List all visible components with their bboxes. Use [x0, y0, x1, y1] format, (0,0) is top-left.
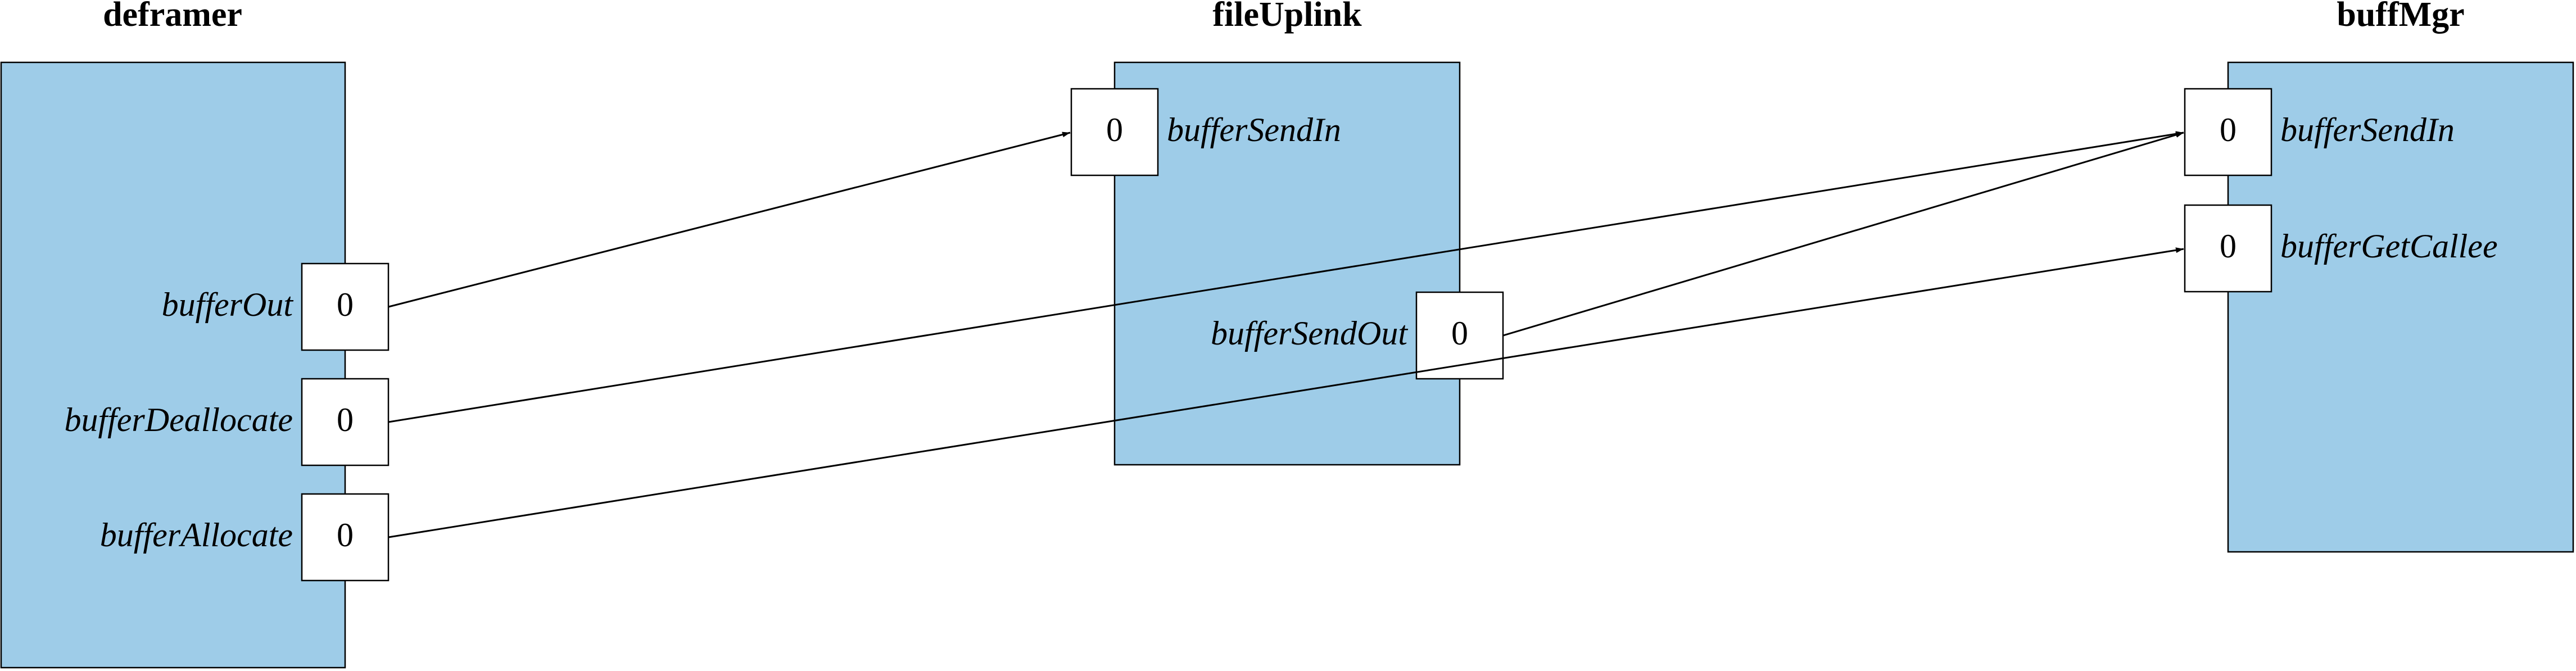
port-number-bufferSendOut: 0 — [1451, 315, 1468, 352]
component-title-buffMgr: buffMgr — [2337, 0, 2464, 34]
port-box-buffMgr-bufferSendIn — [2184, 88, 2272, 176]
port-deframer-bufferOut[interactable]: bufferOut 0 — [162, 262, 390, 351]
port-label-bufferAllocate: bufferAllocate — [100, 516, 293, 554]
port-box-bufferDeallocate — [301, 378, 390, 466]
port-deframer-bufferAllocate[interactable]: bufferAllocate 0 — [100, 493, 390, 582]
component-box-fileUplink — [1113, 61, 1461, 466]
component-box-buffMgr — [2227, 61, 2574, 553]
port-number-buffMgr-bufferSendIn: 0 — [2220, 111, 2237, 148]
port-box-bufferAllocate — [301, 493, 390, 582]
port-number-bufferGetCallee: 0 — [2220, 228, 2237, 265]
component-buffMgr[interactable]: buffMgr 0 bufferSendIn 0 bufferGetCallee — [2184, 0, 2574, 553]
port-label-bufferOut: bufferOut — [162, 286, 294, 323]
port-fileUplink-bufferSendOut[interactable]: bufferSendOut 0 — [1211, 291, 1504, 380]
port-number-fileUplink-bufferSendIn: 0 — [1106, 111, 1123, 148]
port-box-bufferGetCallee — [2184, 204, 2272, 293]
port-number-bufferAllocate: 0 — [337, 516, 354, 554]
component-fileUplink[interactable]: fileUplink 0 bufferSendIn bufferSendOut … — [1070, 0, 1504, 466]
port-box-bufferSendOut — [1415, 291, 1504, 380]
connection-bufferOut-to-fileUplink-bufferSendIn — [388, 132, 1071, 308]
component-title-fileUplink: fileUplink — [1212, 0, 1362, 34]
port-label-fileUplink-bufferSendIn: bufferSendIn — [1167, 111, 1341, 148]
component-deframer[interactable]: deframer bufferOut 0 bufferDeallocate 0 … — [0, 0, 390, 669]
connection-bufferAllocate-to-bufferGetCallee — [388, 247, 2184, 538]
port-label-bufferGetCallee: bufferGetCallee — [2280, 228, 2498, 265]
port-deframer-bufferDeallocate[interactable]: bufferDeallocate 0 — [64, 378, 390, 466]
connection-bufferDeallocate-to-buffMgr-bufferSendIn — [388, 131, 2184, 423]
port-box-fileUplink-bufferSendIn — [1070, 88, 1159, 176]
port-number-bufferDeallocate: 0 — [337, 401, 354, 438]
port-number-bufferOut: 0 — [337, 286, 354, 323]
port-box-bufferOut — [301, 262, 390, 351]
port-buffMgr-bufferSendIn[interactable]: 0 bufferSendIn — [2184, 88, 2455, 176]
connection-bufferSendOut-to-buffMgr-bufferSendIn — [1502, 132, 2184, 337]
port-label-buffMgr-bufferSendIn: bufferSendIn — [2280, 111, 2455, 148]
component-box-deframer — [0, 61, 346, 669]
port-buffMgr-bufferGetCallee[interactable]: 0 bufferGetCallee — [2184, 204, 2498, 293]
connections — [388, 131, 2184, 538]
component-title-deframer: deframer — [103, 0, 242, 34]
port-fileUplink-bufferSendIn[interactable]: 0 bufferSendIn — [1070, 88, 1341, 176]
port-label-bufferDeallocate: bufferDeallocate — [64, 401, 293, 438]
port-label-bufferSendOut: bufferSendOut — [1211, 315, 1408, 352]
